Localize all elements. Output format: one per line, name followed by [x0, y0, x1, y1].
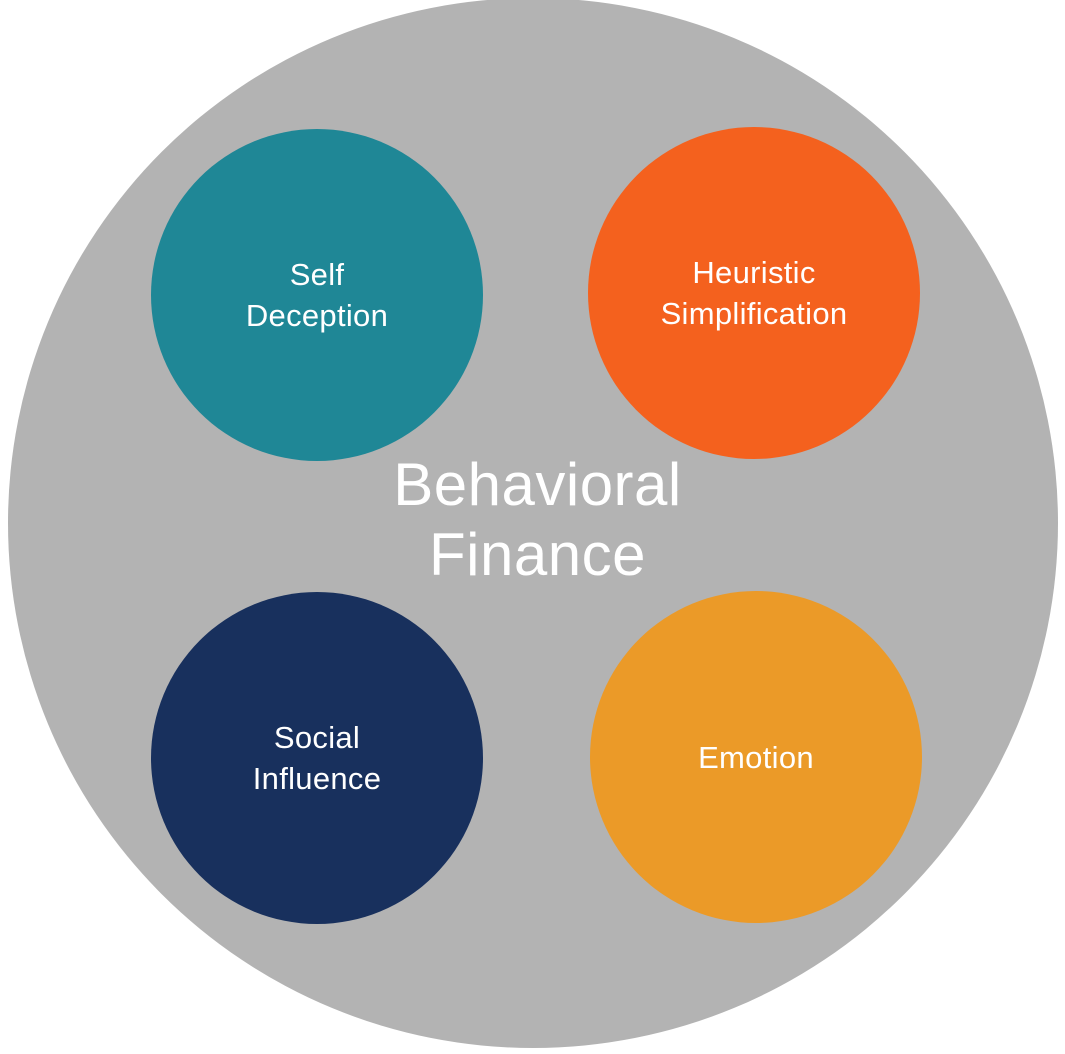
node-social-influence: Social Influence — [151, 592, 483, 924]
node-label-line: Influence — [252, 761, 382, 796]
node-label-line: Social — [273, 720, 361, 755]
diagram-title-line-2: Finance — [429, 521, 646, 588]
node-label-line: Simplification — [660, 296, 848, 331]
diagram-title-line-1: Behavioral — [393, 451, 682, 518]
node-self-deception: Self Deception — [151, 129, 483, 461]
node-label-line: Self — [289, 257, 345, 292]
node-label-line: Deception — [245, 298, 389, 333]
diagram-title: Behavioral Finance — [5, 450, 1065, 590]
node-label-line: Heuristic — [692, 255, 816, 290]
node-heuristic-simplification: Heuristic Simplification — [588, 127, 920, 459]
node-label-line: Emotion — [698, 739, 814, 775]
node-emotion: Emotion — [590, 591, 922, 923]
outer-circle — [8, 0, 1058, 1048]
